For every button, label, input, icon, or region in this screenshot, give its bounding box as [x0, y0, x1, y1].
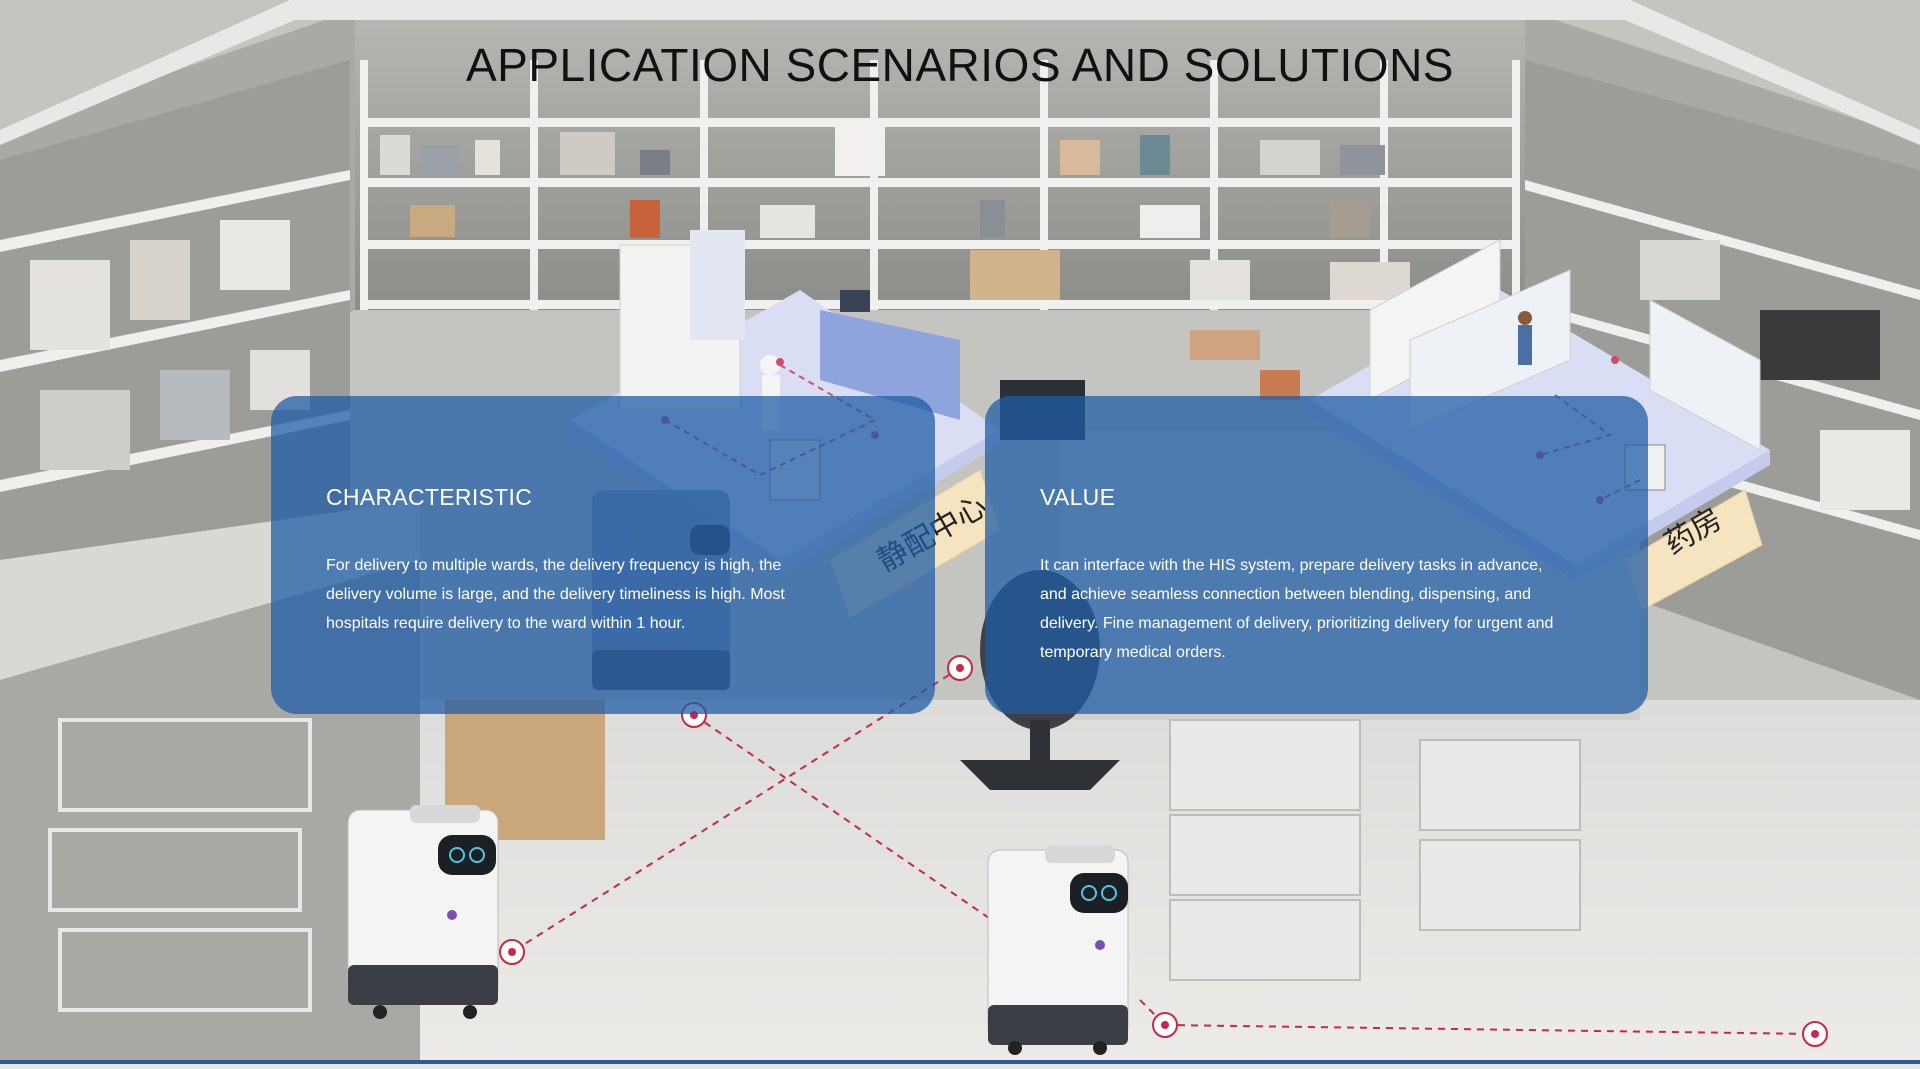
- shelf-items: [380, 120, 1410, 400]
- characteristic-heading: CHARACTERISTIC: [326, 484, 533, 510]
- value-heading: VALUE: [1040, 484, 1116, 510]
- right-drawers: [1169, 719, 1581, 981]
- characteristic-text: For delivery to multiple wards, the deli…: [326, 557, 785, 632]
- left-baskets: [48, 718, 312, 1012]
- back-shelving: [360, 60, 1520, 310]
- page-title: APPLICATION SCENARIOS AND SOLUTIONS: [466, 39, 1454, 91]
- characteristic-panel: CHARACTERISTIC For delivery to multiple …: [271, 396, 935, 714]
- bottom-accent-bar: [0, 1060, 1920, 1064]
- value-text: It can interface with the HIS system, pr…: [1040, 557, 1554, 661]
- value-panel: VALUE It can interface with the HIS syst…: [985, 396, 1648, 714]
- delivery-robot-icon: [347, 805, 499, 1019]
- delivery-robot-icon: [987, 845, 1129, 1055]
